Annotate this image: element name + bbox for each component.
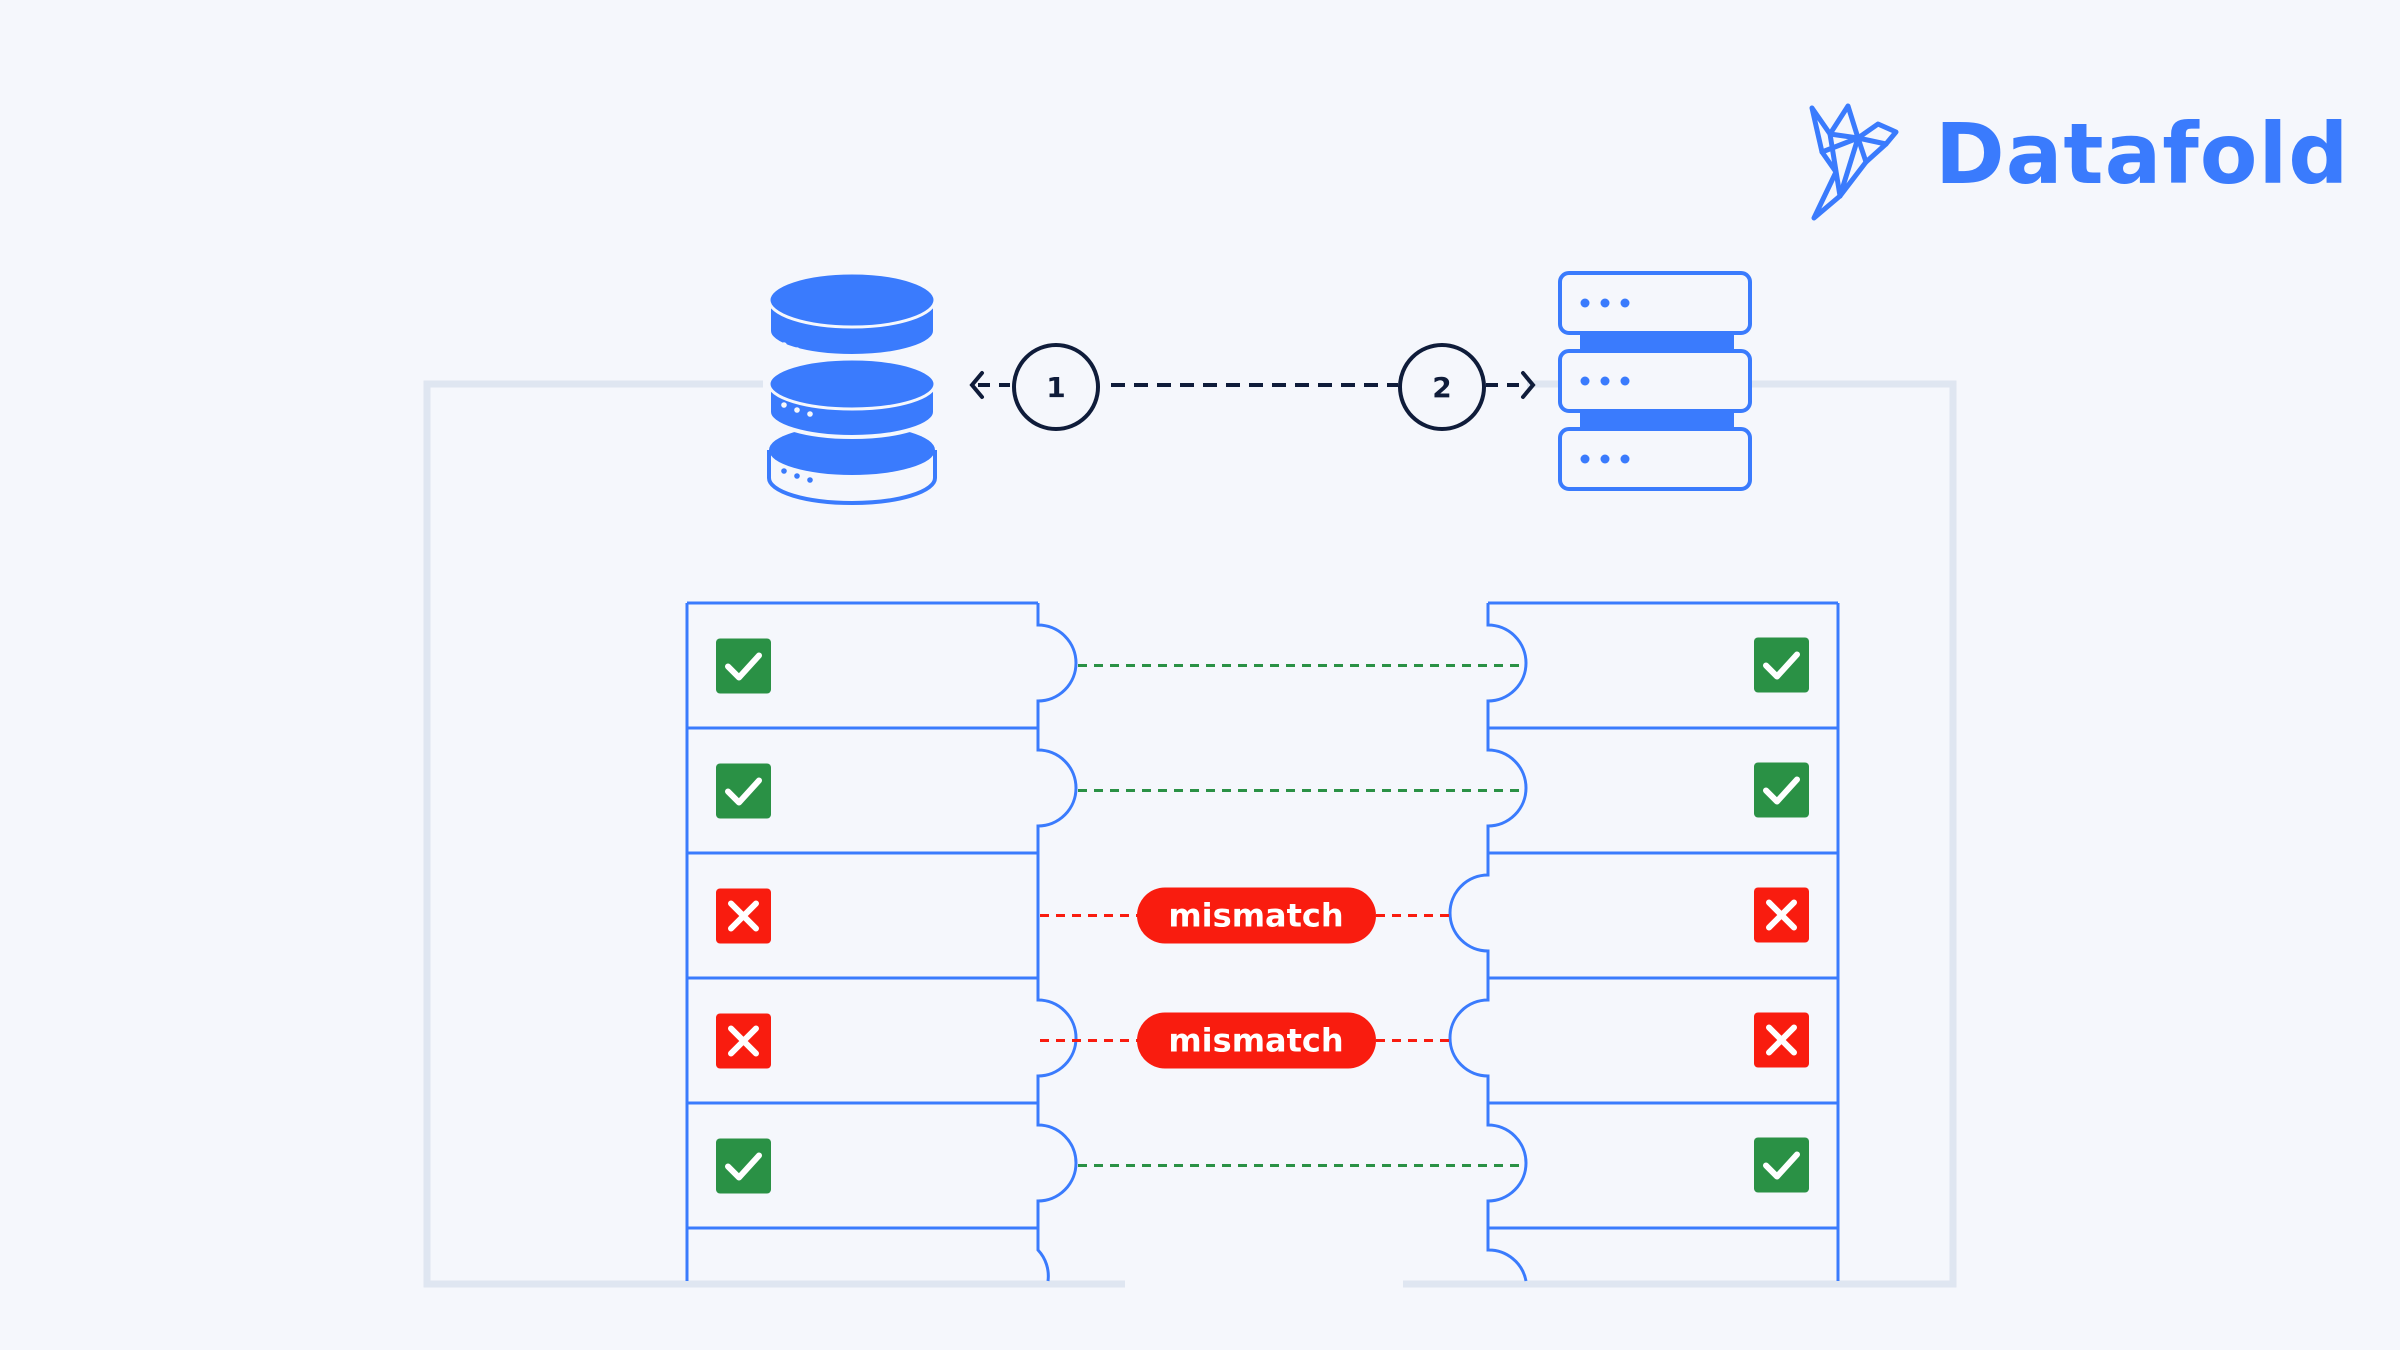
mismatch-label: mismatch — [1168, 897, 1343, 935]
server-icon — [1558, 271, 1752, 491]
checkmark-icon — [725, 1152, 762, 1181]
left-status-box — [716, 1138, 771, 1194]
right-status-box — [1754, 1137, 1809, 1193]
left-status-box — [716, 763, 771, 819]
left-status-box — [716, 638, 771, 694]
step-1-label: 1 — [1046, 371, 1065, 404]
checkmark-icon — [1763, 1151, 1800, 1180]
right-puzzle-edge — [1448, 853, 1490, 978]
step-1-badge: 1 — [1012, 343, 1100, 431]
x-mark-icon — [728, 900, 759, 932]
origami-bird-icon — [1809, 103, 1899, 221]
mismatch-pill — [1137, 1012, 1376, 1069]
x-mark-icon — [1766, 1024, 1797, 1056]
checkmark-icon — [725, 777, 762, 806]
right-puzzle-edge — [1486, 603, 1528, 728]
right-puzzle-edge — [1448, 978, 1490, 1103]
right-status-box — [1754, 637, 1809, 693]
x-mark-icon — [1766, 899, 1797, 931]
right-puzzle-edge — [1486, 728, 1528, 853]
right-status-box — [1754, 762, 1809, 818]
left-puzzle-edge — [1036, 1103, 1078, 1228]
arrow-left-icon — [969, 371, 984, 399]
left-puzzle-edge — [1036, 603, 1078, 728]
outline-frame — [423, 380, 1957, 1288]
left-puzzle-edge — [1036, 1228, 1050, 1282]
mismatch-pill — [1137, 887, 1376, 944]
checkmark-icon — [725, 652, 762, 681]
right-puzzle-edge — [1486, 1103, 1528, 1228]
x-mark-icon — [728, 1025, 759, 1057]
checkmark-icon — [1763, 776, 1800, 805]
arrow-right-icon — [1521, 371, 1536, 399]
step-2-label: 2 — [1432, 371, 1451, 404]
brand-name: Datafold — [1935, 105, 2350, 203]
mismatch-label: mismatch — [1168, 1022, 1343, 1060]
left-puzzle-edge — [1036, 728, 1078, 853]
row-comparison: mismatch mismatch — [685, 601, 1840, 1282]
checkmark-icon — [1763, 651, 1800, 680]
database-icon — [767, 271, 937, 505]
step-connector: 1 2 — [969, 343, 1536, 431]
right-puzzle-edge — [1486, 1228, 1528, 1282]
step-2-badge: 2 — [1398, 343, 1486, 431]
left-puzzle-edge — [1036, 978, 1078, 1103]
